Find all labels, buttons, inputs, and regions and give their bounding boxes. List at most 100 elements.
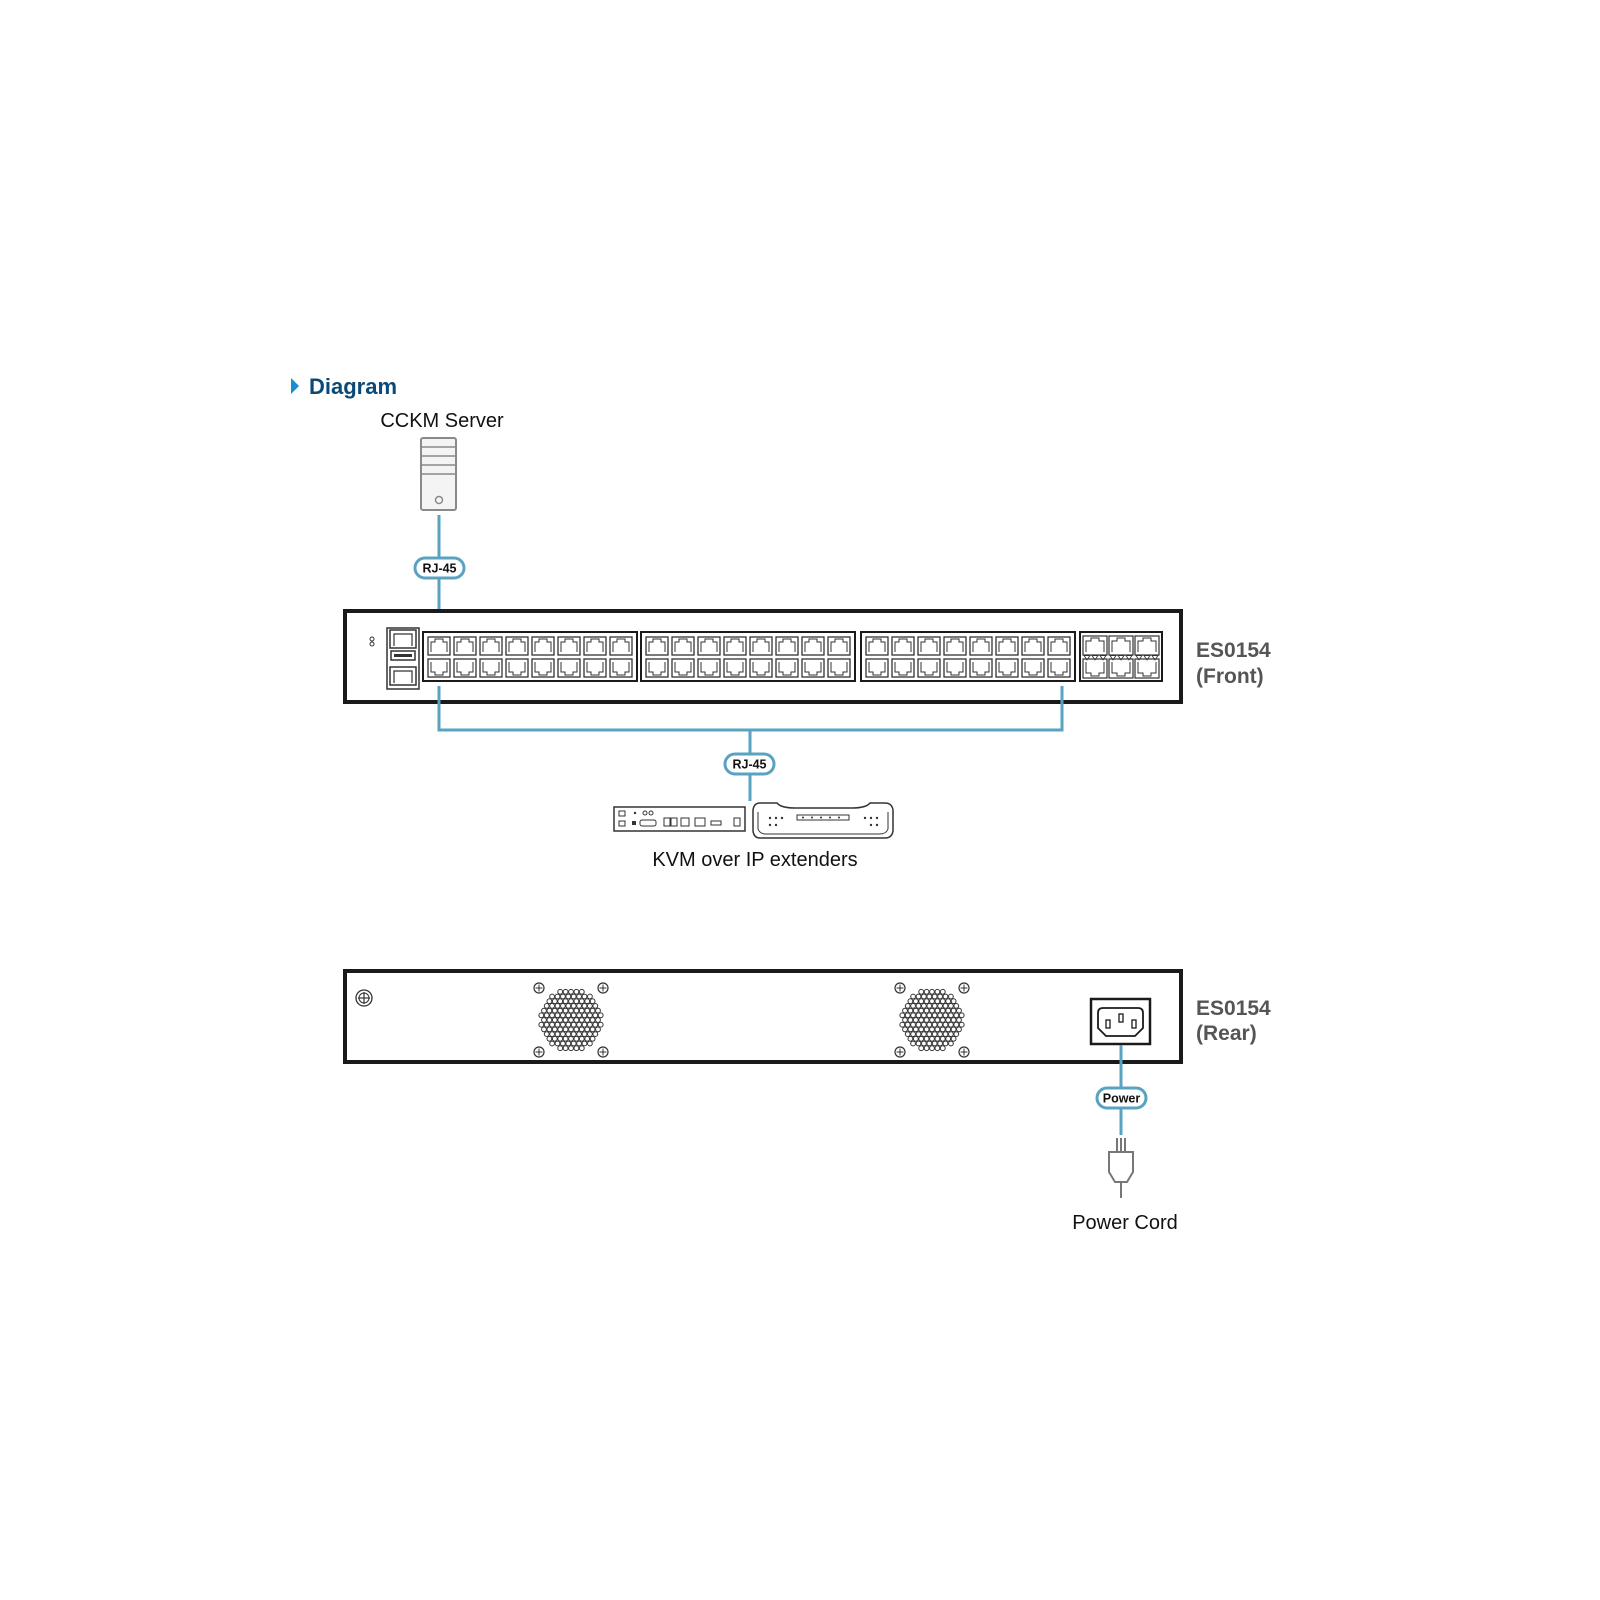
console-ports xyxy=(386,627,420,690)
heading-arrow-icon xyxy=(291,378,299,394)
rj45-port xyxy=(645,636,669,656)
rj45-port xyxy=(531,658,555,678)
rj45-port xyxy=(801,658,825,678)
front-view-label: (Front) xyxy=(1196,665,1264,688)
kvm-extenders: KVM over IP extenders xyxy=(613,802,894,871)
rj45-port xyxy=(775,636,799,656)
rj45-port xyxy=(557,636,581,656)
server-label: CCKM Server xyxy=(380,410,504,432)
port-led-indicator xyxy=(1109,655,1117,661)
rj45-port xyxy=(1047,658,1071,678)
port-led-indicator xyxy=(1151,655,1159,661)
power-cable-label: Power xyxy=(1103,1092,1141,1106)
fan-mount-screw xyxy=(958,1046,970,1058)
rj45-port xyxy=(453,636,477,656)
cckm-server: CCKM Server xyxy=(380,410,504,511)
fan-vent-holes xyxy=(538,988,604,1052)
rj45-port xyxy=(723,636,747,656)
led-indicator xyxy=(369,641,375,647)
uplink-port xyxy=(1134,635,1160,656)
rj45-port xyxy=(671,658,695,678)
fan-mount-screw xyxy=(958,982,970,994)
server-cable-badge: RJ-45 xyxy=(413,556,466,580)
rj45-port xyxy=(969,636,993,656)
front-model-label: ES0154 xyxy=(1196,639,1271,662)
rj45-port xyxy=(479,658,503,678)
rj45-port-group xyxy=(640,631,856,682)
rj45-port xyxy=(427,636,451,656)
rear-view-label: (Rear) xyxy=(1196,1022,1257,1045)
port-led-indicator xyxy=(1143,655,1151,661)
rj45-port xyxy=(1021,658,1045,678)
rj45-port xyxy=(505,636,529,656)
rj45-port xyxy=(827,658,851,678)
port-led-indicator xyxy=(1125,655,1133,661)
uplink-port xyxy=(1082,635,1108,656)
rj45-port xyxy=(505,658,529,678)
power-cord-label: Power Cord xyxy=(1072,1212,1178,1234)
rj45-port xyxy=(891,658,915,678)
rj45-port xyxy=(583,658,607,678)
rj45-port xyxy=(865,636,889,656)
rj45-port xyxy=(697,658,721,678)
rj45-port xyxy=(917,658,941,678)
fan-vent-icon xyxy=(533,982,609,1058)
extender-cable-label: RJ-45 xyxy=(732,758,766,772)
fan-mount-screw xyxy=(533,1046,545,1058)
server-cable-label: RJ-45 xyxy=(422,562,456,576)
rj45-port xyxy=(995,636,1019,656)
kvm-extender-device-icon xyxy=(752,802,894,839)
fan-mount-screw xyxy=(597,982,609,994)
rj45-port xyxy=(749,658,773,678)
rear-model-label: ES0154 xyxy=(1196,997,1271,1020)
rj45-port xyxy=(609,636,633,656)
rj45-port xyxy=(427,658,451,678)
rj45-port xyxy=(531,636,555,656)
rj45-port xyxy=(943,636,967,656)
diagram-title: Diagram xyxy=(309,374,397,399)
port-led-indicator xyxy=(1135,655,1143,661)
rj45-port xyxy=(827,636,851,656)
rj45-port xyxy=(995,658,1019,678)
rj45-port-group xyxy=(860,631,1076,682)
rj45-port xyxy=(671,636,695,656)
fan-vent-holes xyxy=(899,988,965,1052)
fan-vent-icon xyxy=(894,982,970,1058)
rj45-port xyxy=(1047,636,1071,656)
ground-screw-icon xyxy=(355,989,373,1007)
fan-mount-screw xyxy=(597,1046,609,1058)
rj45-port xyxy=(479,636,503,656)
led-indicator xyxy=(369,636,375,642)
rj45-port xyxy=(917,636,941,656)
rj45-port-groups xyxy=(422,631,1076,682)
rj45-port xyxy=(723,658,747,678)
front-panel xyxy=(343,609,1183,704)
power-plug-icon xyxy=(1108,1138,1134,1198)
uplink-port-group xyxy=(1079,631,1163,682)
rear-panel xyxy=(343,969,1183,1064)
power-cable-badge: Power xyxy=(1095,1086,1148,1110)
rj45-port-group xyxy=(422,631,638,682)
port-led-indicator xyxy=(1091,655,1099,661)
kvm-extender-box-icon xyxy=(613,806,746,832)
port-led-indicator xyxy=(1083,655,1091,661)
rj45-port xyxy=(609,658,633,678)
rj45-port xyxy=(453,658,477,678)
uplink-port xyxy=(1108,635,1134,656)
uplink-port xyxy=(1082,658,1108,679)
server-icon xyxy=(420,437,457,511)
extender-cable-badge: RJ-45 xyxy=(723,752,776,776)
uplink-port xyxy=(1108,658,1134,679)
ac-inlet-icon xyxy=(1089,997,1152,1046)
diagram-heading: Diagram xyxy=(291,374,397,399)
rj45-port xyxy=(969,658,993,678)
rj45-port xyxy=(749,636,773,656)
uplink-port xyxy=(1134,658,1160,679)
extenders-label: KVM over IP extenders xyxy=(652,849,857,871)
rj45-port xyxy=(583,636,607,656)
port-led-indicator xyxy=(1117,655,1125,661)
rj45-port xyxy=(775,658,799,678)
fan-mount-screw xyxy=(894,1046,906,1058)
rj45-port xyxy=(645,658,669,678)
